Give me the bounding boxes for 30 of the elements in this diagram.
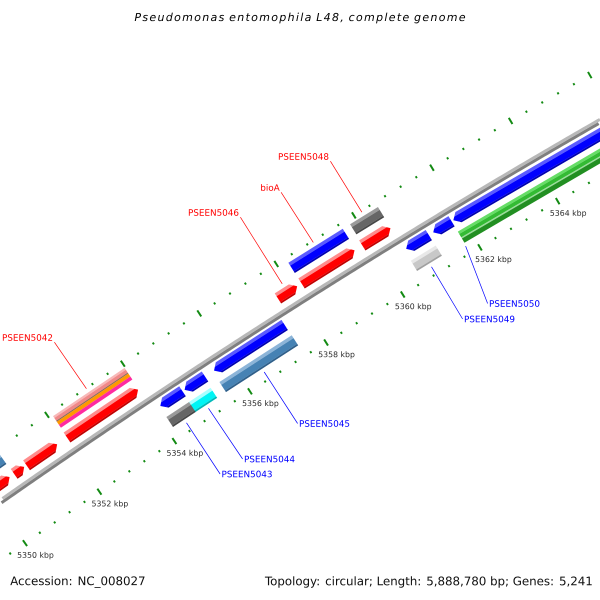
gene-bar bbox=[410, 246, 442, 271]
leader-line bbox=[264, 372, 298, 424]
gene-bar bbox=[53, 368, 132, 428]
gene-label: PSEEN5043 bbox=[222, 470, 272, 478]
gene-label: bioA bbox=[261, 184, 280, 191]
gene-label: PSEEN5044 bbox=[244, 456, 294, 462]
gene-bar bbox=[188, 388, 218, 412]
leader-line bbox=[431, 266, 463, 320]
gene-bar bbox=[458, 148, 600, 243]
leader-line bbox=[465, 246, 488, 304]
gene-bar bbox=[274, 284, 298, 304]
leader-line bbox=[208, 408, 243, 460]
gene-label: PSEEN5049 bbox=[464, 316, 514, 322]
gene-label: PSEEN5045 bbox=[300, 420, 350, 427]
gene-bar bbox=[350, 207, 384, 234]
leader-line bbox=[54, 342, 87, 390]
gene-bar bbox=[288, 228, 350, 273]
footer-text: Accession: NC_008027 bbox=[10, 576, 145, 588]
leader-line bbox=[280, 192, 314, 243]
gene-label: PSEEN5042 bbox=[2, 334, 52, 341]
gene-label: PSEEN5046 bbox=[188, 209, 238, 216]
title: Pseudomonas entomophila L48, complete genome bbox=[134, 12, 466, 24]
gene-bar bbox=[219, 335, 298, 392]
leader-line bbox=[240, 216, 283, 284]
gene-label: PSEEN5050 bbox=[490, 300, 540, 307]
gene-label: PSEEN5048 bbox=[278, 153, 328, 160]
gene-bar bbox=[166, 402, 196, 427]
leader-line bbox=[186, 422, 220, 474]
footer-text: Topology: circular; Length: 5,888,780 bp; Genes: 5,241 bbox=[264, 576, 592, 588]
leader-line bbox=[330, 160, 362, 213]
